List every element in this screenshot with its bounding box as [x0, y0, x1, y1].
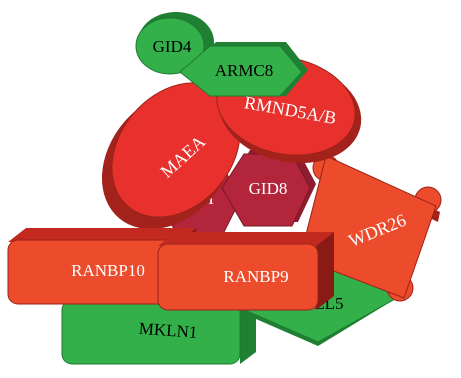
armc8-shape: ARMC8: [179, 42, 308, 97]
ranbp9-label: RANBP9: [223, 267, 288, 286]
gid8-label: GID8: [249, 179, 288, 198]
gid4-label: GID4: [153, 37, 192, 56]
maea-shape: MAEA: [101, 82, 241, 230]
ranbp9-shape: RANBP9: [157, 232, 334, 311]
armc8-label: ARMC8: [215, 61, 274, 80]
ranbp10-label: RANBP10: [71, 261, 145, 280]
mkln1-label: MKLN1: [138, 319, 198, 342]
gid8-shape: GID8: [221, 150, 316, 227]
gid4-shape: GID4: [135, 12, 214, 75]
